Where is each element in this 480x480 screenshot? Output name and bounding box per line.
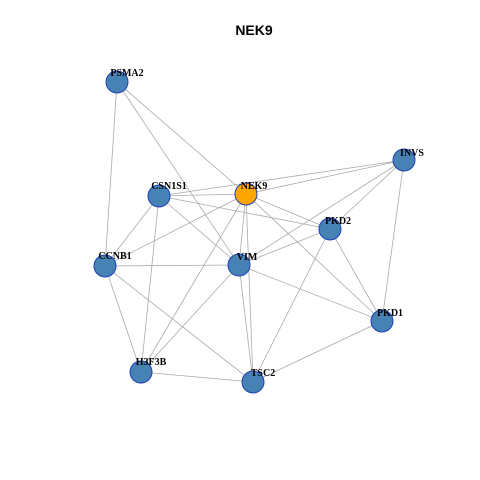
edge-csn1s1-invs [158, 159, 405, 197]
edge-csn1s1-ccnb1 [104, 195, 160, 267]
edge-pkd2-vim [238, 228, 331, 266]
node-pkd1 [370, 309, 394, 333]
edge-nek9-pkd2 [245, 193, 331, 230]
edge-psma2-vim [116, 81, 240, 266]
edge-pkd2-tsc2 [252, 228, 331, 383]
node-label-invs: INVS [400, 148, 424, 159]
node-invs [392, 148, 416, 172]
diagram-title: NEK9 [235, 22, 273, 38]
node-label-ccnb1: CCNB1 [98, 251, 131, 262]
edge-invs-nek9 [245, 159, 405, 195]
node-pkd2 [318, 217, 342, 241]
node-label-vim: VIM [237, 252, 258, 263]
edge-vim-tsc2 [238, 264, 254, 383]
node-label-nek9: NEK9 [241, 181, 268, 192]
node-ccnb1 [93, 254, 117, 278]
edge-vim-pkd1 [238, 264, 383, 322]
edge-nek9-ccnb1 [104, 193, 247, 267]
edge-nek9-h3f3b [140, 193, 247, 373]
node-tsc2 [241, 370, 265, 394]
node-nek9 [234, 182, 258, 206]
node-label-csn1s1: CSN1S1 [151, 181, 187, 192]
node-layer [93, 70, 416, 394]
edge-nek9-vim [238, 193, 247, 266]
node-h3f3b [129, 360, 153, 384]
edge-nek9-pkd1 [245, 193, 383, 322]
edge-vim-h3f3b [140, 264, 240, 373]
edge-ccnb1-vim [104, 264, 240, 267]
edge-ccnb1-h3f3b [104, 265, 142, 373]
edge-psma2-nek9 [116, 81, 247, 195]
edge-pkd2-pkd1 [329, 228, 383, 322]
node-label-pkd2: PKD2 [325, 216, 351, 227]
edge-ccnb1-tsc2 [104, 265, 254, 383]
edge-csn1s1-nek9 [158, 193, 247, 197]
edge-nek9-tsc2 [245, 193, 254, 383]
node-label-pkd1: PKD1 [377, 308, 403, 319]
edge-csn1s1-vim [158, 195, 240, 266]
edge-invs-vim [238, 159, 405, 266]
node-vim [227, 253, 251, 277]
node-label-psma2: PSMA2 [110, 68, 143, 79]
edge-tsc2-pkd1 [252, 320, 383, 383]
edge-layer [104, 81, 405, 383]
edge-invs-pkd1 [381, 159, 405, 322]
node-csn1s1 [147, 184, 171, 208]
node-label-h3f3b: H3F3B [136, 357, 167, 368]
edge-h3f3b-tsc2 [140, 371, 254, 383]
node-psma2 [105, 70, 129, 94]
edge-csn1s1-h3f3b [140, 195, 160, 373]
node-label-tsc2: TSC2 [251, 368, 275, 379]
edge-psma2-ccnb1 [104, 81, 118, 267]
edge-invs-pkd2 [329, 159, 405, 230]
